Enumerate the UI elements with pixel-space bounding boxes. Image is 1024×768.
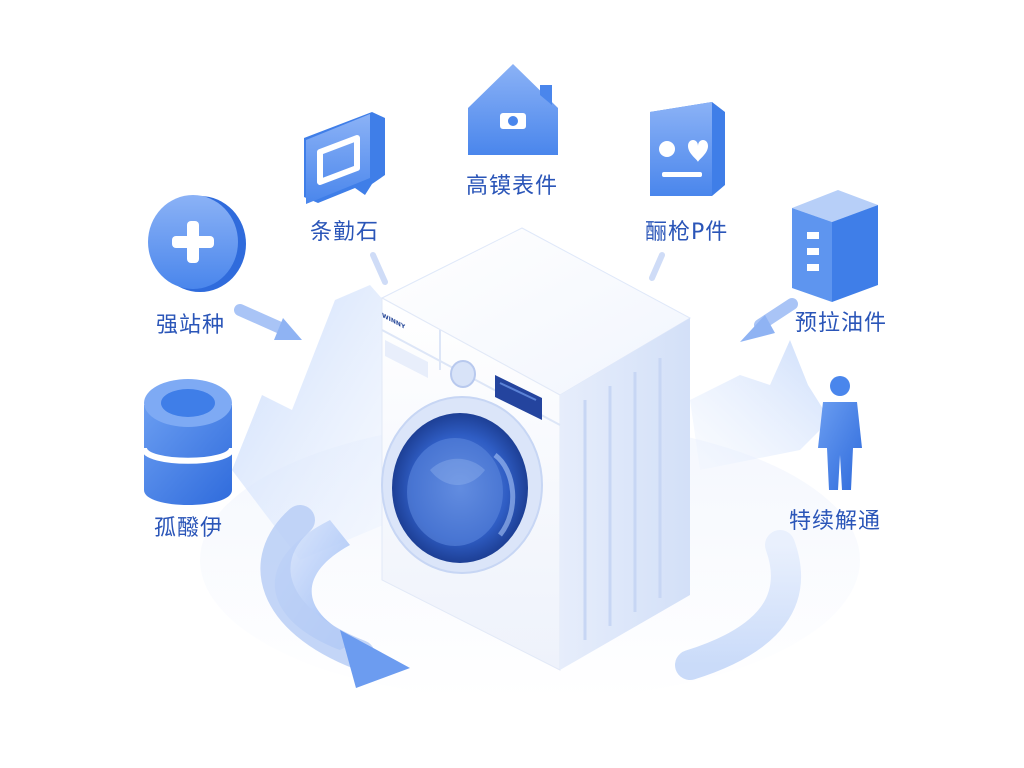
label-face: 酾枪P件 — [645, 220, 729, 245]
house-camera-icon — [468, 64, 558, 155]
label-plus: 强站种 — [156, 313, 226, 338]
right-mountain — [690, 340, 830, 470]
plus-circle-icon — [148, 195, 246, 292]
label-home: 高镆表件 — [466, 174, 559, 199]
person-figure-icon — [818, 376, 862, 490]
washing-machine-icon — [380, 227, 692, 671]
label-chat: 条勭石 — [310, 220, 380, 245]
label-box: 预拉油件 — [795, 311, 888, 336]
flow-arrow-left — [260, 505, 410, 688]
label-person: 特续解通 — [789, 509, 882, 534]
label-drum: 孤醱伊 — [154, 516, 224, 541]
beam-chat — [370, 252, 388, 285]
smiley-face-icon — [650, 102, 725, 196]
storage-box-icon — [792, 190, 878, 302]
arrow-to-box — [740, 298, 798, 342]
arrow-from-plus — [234, 304, 302, 340]
chat-bubble-icon — [304, 112, 385, 204]
flow-arrow-right — [675, 530, 801, 680]
cylinder-drum-icon — [141, 379, 235, 505]
beam-face — [649, 252, 665, 281]
left-mountain — [232, 285, 395, 560]
